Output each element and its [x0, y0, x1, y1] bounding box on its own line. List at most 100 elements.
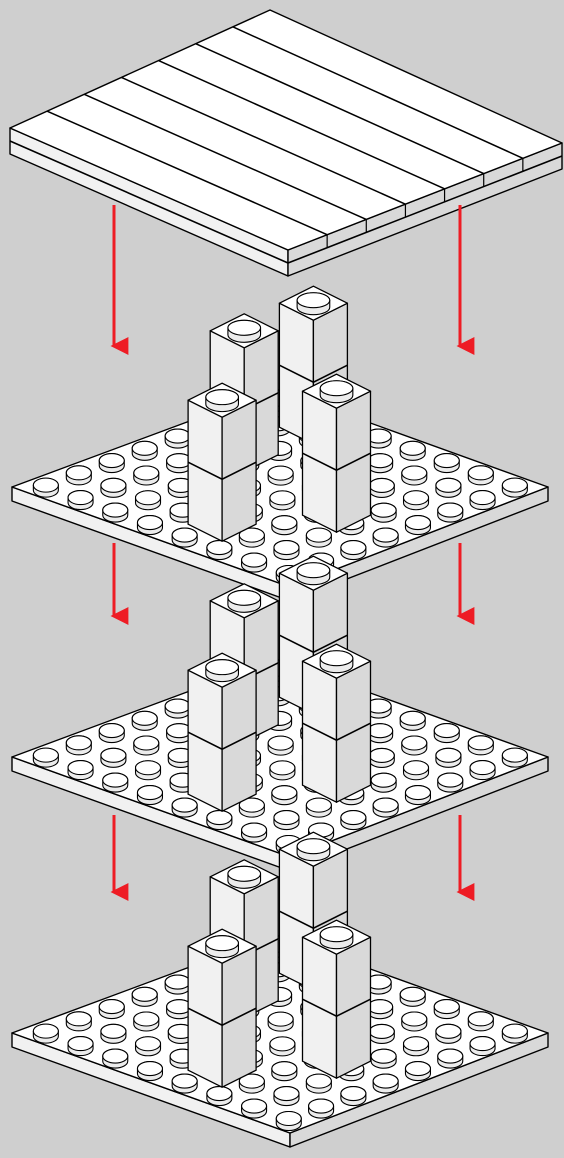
stud	[371, 773, 396, 792]
stud	[165, 429, 190, 448]
stud	[373, 1074, 398, 1093]
stud	[268, 1012, 293, 1031]
stud	[434, 724, 459, 743]
stud	[405, 786, 430, 805]
stud	[270, 1037, 295, 1056]
stud	[297, 563, 330, 585]
stud	[309, 1099, 334, 1118]
stud	[172, 528, 197, 547]
stud	[228, 590, 261, 612]
stud	[206, 390, 239, 412]
stud	[268, 736, 293, 755]
stud	[99, 724, 124, 743]
stud	[402, 466, 427, 485]
stud	[341, 1087, 366, 1106]
stud	[369, 748, 394, 767]
stud	[103, 503, 128, 522]
stud	[373, 798, 398, 817]
stud	[502, 1024, 527, 1043]
stud	[272, 1062, 297, 1081]
stud	[368, 454, 393, 473]
stud	[134, 466, 159, 485]
stud	[341, 541, 366, 560]
stud	[165, 975, 190, 994]
stud	[101, 478, 126, 497]
stud	[274, 1087, 299, 1106]
stud	[132, 987, 157, 1006]
stud	[132, 441, 157, 460]
stud	[470, 1037, 495, 1056]
stud	[400, 987, 425, 1006]
stud	[320, 651, 353, 673]
stud	[228, 320, 261, 342]
stud	[136, 761, 161, 780]
stud	[502, 478, 527, 497]
stud	[207, 1087, 232, 1106]
tile-roof-plate-top-face	[10, 10, 562, 250]
brick-column-left	[188, 929, 256, 1087]
stud	[207, 811, 232, 830]
stud	[436, 478, 461, 497]
stud	[66, 466, 91, 485]
stud	[502, 748, 527, 767]
stud	[400, 711, 425, 730]
stud	[137, 1062, 162, 1081]
stud	[228, 866, 261, 888]
stud	[172, 798, 197, 817]
stud	[468, 466, 493, 485]
stud	[402, 736, 427, 755]
stud	[68, 491, 93, 510]
stud	[172, 1074, 197, 1093]
stud	[404, 1037, 429, 1056]
brick-column-left	[188, 383, 256, 541]
baseplate-upper	[12, 286, 548, 601]
stud	[405, 516, 430, 535]
stud	[371, 503, 396, 522]
stud	[438, 503, 463, 522]
stud	[436, 748, 461, 767]
stud	[468, 736, 493, 755]
stud	[101, 1024, 126, 1043]
stud	[165, 699, 190, 718]
stud	[434, 454, 459, 473]
stud	[68, 1037, 93, 1056]
stud	[371, 1049, 396, 1068]
stud	[268, 466, 293, 485]
stud	[276, 1112, 301, 1131]
stud	[368, 724, 393, 743]
stud	[136, 1037, 161, 1056]
stud	[272, 516, 297, 535]
stud	[297, 293, 330, 315]
brick-column-left	[188, 653, 256, 811]
stud	[402, 1012, 427, 1031]
stud	[99, 1000, 124, 1019]
stud	[320, 381, 353, 403]
stud	[404, 491, 429, 510]
stud	[438, 773, 463, 792]
stud	[306, 528, 331, 547]
stud	[206, 660, 239, 682]
stud	[270, 761, 295, 780]
stud	[270, 491, 295, 510]
stud	[373, 528, 398, 547]
stud	[132, 711, 157, 730]
stud	[320, 927, 353, 949]
stud	[400, 441, 425, 460]
stud	[404, 761, 429, 780]
stud	[242, 1099, 267, 1118]
stud	[341, 811, 366, 830]
stud	[68, 761, 93, 780]
stud	[206, 936, 239, 958]
stud	[369, 1024, 394, 1043]
stud	[136, 491, 161, 510]
brick-column-front	[303, 644, 371, 802]
stud	[405, 1062, 430, 1081]
baseplate-middle	[12, 556, 548, 871]
stud	[101, 748, 126, 767]
stud	[369, 478, 394, 497]
stud	[242, 553, 267, 572]
brick-column-front	[303, 374, 371, 532]
stud	[470, 491, 495, 510]
tile-roof-plate	[10, 10, 562, 276]
